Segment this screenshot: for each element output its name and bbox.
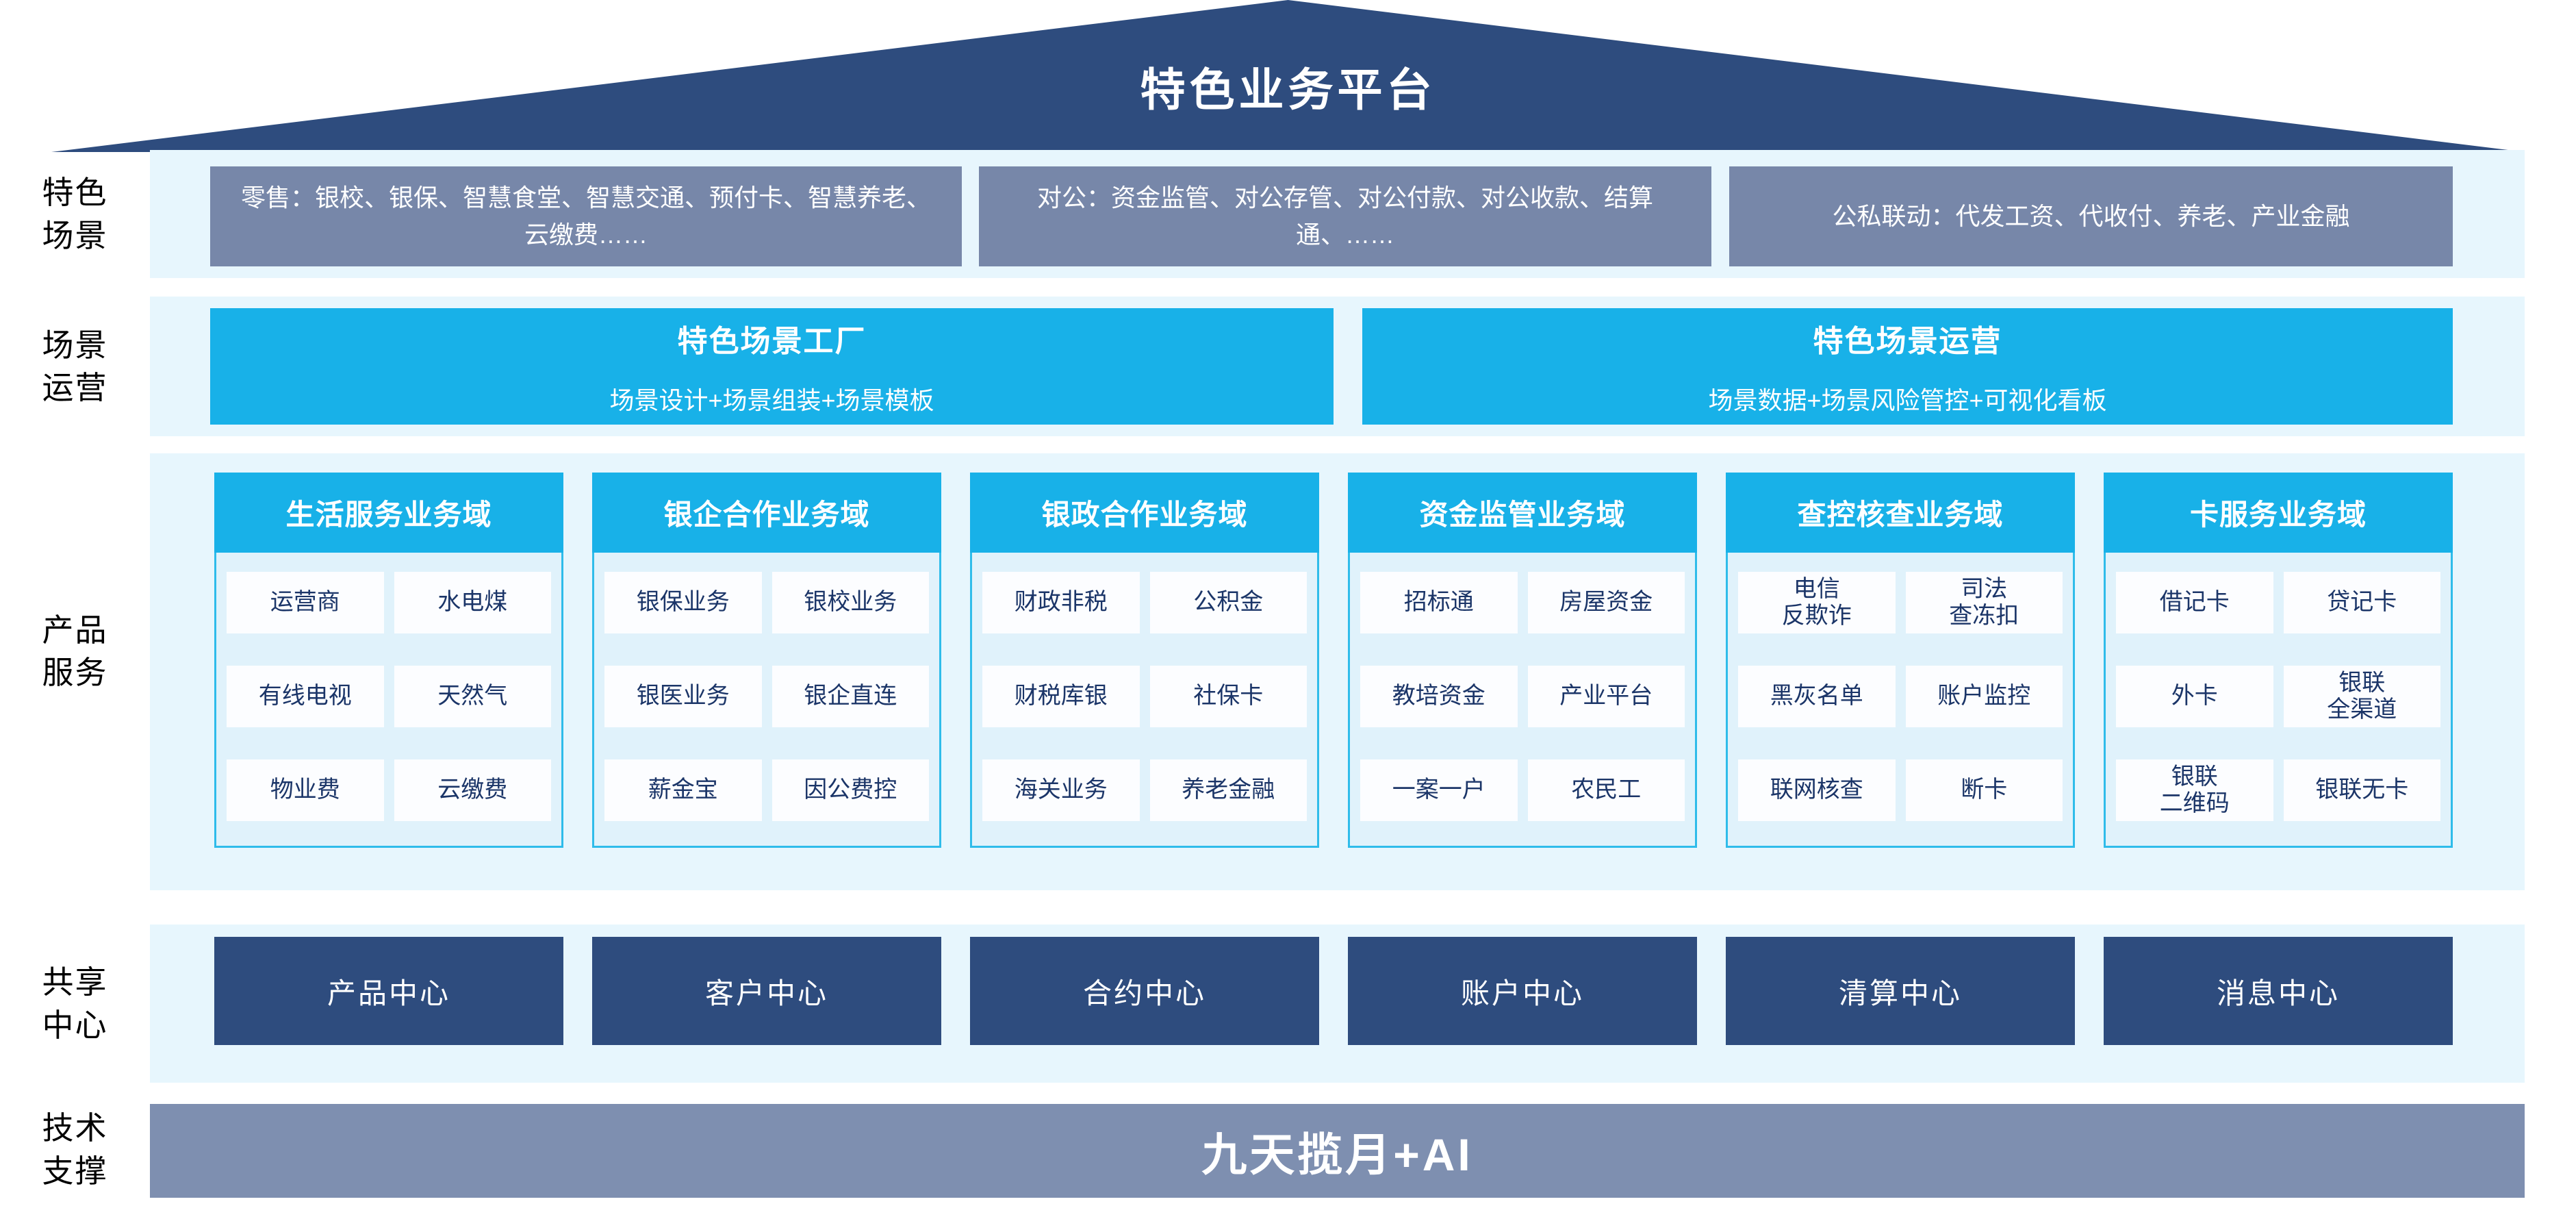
domain-column-bank-enterprise: 银企合作业务域 银保业务 银校业务 银医业务 银企直连 薪金宝 因公费控 — [592, 473, 941, 848]
domain-header: 查控核查业务域 — [1726, 473, 2075, 553]
center-box-message: 消息中心 — [2104, 937, 2453, 1045]
product-cell: 断卡 — [1905, 759, 2063, 821]
product-cell: 云缴费 — [394, 759, 551, 821]
product-cell: 电信 反欺诈 — [1738, 572, 1896, 633]
scene-operation-subtitle: 场景数据+场景风险管控+可视化看板 — [1708, 386, 2107, 414]
product-cell: 因公费控 — [771, 759, 929, 821]
cell-row: 有线电视 天然气 — [227, 666, 551, 727]
product-cell: 教培资金 — [1360, 666, 1518, 727]
product-cell: 一案一户 — [1360, 759, 1518, 821]
roof-banner: 特色业务平台 — [51, 0, 2525, 152]
side-label-tech: 技术 支撑 — [42, 1110, 108, 1189]
panel-scene-operation: 特色场景工厂 场景设计+场景组装+场景模板 特色场景运营 场景数据+场景风险管控… — [150, 297, 2525, 436]
center-box-account: 账户中心 — [1348, 937, 1697, 1045]
cell-row: 银保业务 银校业务 — [604, 572, 929, 633]
domain-column-card-services: 卡服务业务域 借记卡 贷记卡 外卡 银联 全渠道 银联 二维码 银联无卡 — [2104, 473, 2453, 848]
cell-row: 借记卡 贷记卡 — [2116, 572, 2440, 633]
product-cell: 银企直连 — [771, 666, 929, 727]
cell-row: 黑灰名单 账户监控 — [1738, 666, 2063, 727]
cell-row: 薪金宝 因公费控 — [604, 759, 929, 821]
scene-box-retail: 零售：银校、银保、智慧食堂、智慧交通、预付卡、智慧养老、云缴费…… — [210, 166, 962, 266]
product-cell: 财税库银 — [982, 666, 1140, 727]
product-cell: 外卡 — [2116, 666, 2273, 727]
scene-factory-subtitle: 场景设计+场景组装+场景模板 — [609, 386, 934, 414]
product-cell: 物业费 — [227, 759, 384, 821]
domain-body: 财政非税 公积金 财税库银 社保卡 海关业务 养老金融 — [972, 553, 1317, 821]
panel-featured-scenes: 零售：银校、银保、智慧食堂、智慧交通、预付卡、智慧养老、云缴费…… 对公：资金监… — [150, 150, 2525, 278]
product-cell: 运营商 — [227, 572, 384, 633]
side-label-shared: 共享 中心 — [42, 964, 108, 1043]
domain-column-inquiry-control: 查控核查业务域 电信 反欺诈 司法 查冻扣 黑灰名单 账户监控 联网核查 断卡 — [1726, 473, 2075, 848]
center-box-clearing: 清算中心 — [1726, 937, 2075, 1045]
domain-column-bank-government: 银政合作业务域 财政非税 公积金 财税库银 社保卡 海关业务 养老金融 — [970, 473, 1319, 848]
product-cell: 银联无卡 — [2283, 759, 2440, 821]
product-cell: 招标通 — [1360, 572, 1518, 633]
scene-operation-box: 特色场景运营 场景数据+场景风险管控+可视化看板 — [1362, 308, 2453, 425]
product-cell: 养老金融 — [1149, 759, 1307, 821]
product-cell: 产业平台 — [1527, 666, 1685, 727]
product-cell: 银联 全渠道 — [2283, 666, 2440, 727]
domain-body: 银保业务 银校业务 银医业务 银企直连 薪金宝 因公费控 — [594, 553, 939, 821]
cell-row: 联网核查 断卡 — [1738, 759, 2063, 821]
product-cell: 司法 查冻扣 — [1905, 572, 2063, 633]
center-box-customer: 客户中心 — [592, 937, 941, 1045]
cell-row: 教培资金 产业平台 — [1360, 666, 1685, 727]
product-cell: 房屋资金 — [1527, 572, 1685, 633]
product-cell: 社保卡 — [1149, 666, 1307, 727]
center-box-contract: 合约中心 — [970, 937, 1319, 1045]
cell-row: 外卡 银联 全渠道 — [2116, 666, 2440, 727]
product-cell: 联网核查 — [1738, 759, 1896, 821]
product-cell: 借记卡 — [2116, 572, 2273, 633]
side-label-scenes: 特色 场景 — [42, 175, 108, 253]
platform-title: 特色业务平台 — [1140, 64, 1436, 115]
cell-row: 银医业务 银企直连 — [604, 666, 929, 727]
cell-row: 招标通 房屋资金 — [1360, 572, 1685, 633]
scene-operation-title: 特色场景运营 — [1813, 325, 2002, 358]
product-cell: 公积金 — [1149, 572, 1307, 633]
product-cell: 账户监控 — [1905, 666, 2063, 727]
domain-body: 电信 反欺诈 司法 查冻扣 黑灰名单 账户监控 联网核查 断卡 — [1728, 553, 2073, 821]
tech-support-bar: 九天揽月+AI — [150, 1104, 2525, 1198]
product-cell: 有线电视 — [227, 666, 384, 727]
cell-row: 财政非税 公积金 — [982, 572, 1307, 633]
product-cell: 黑灰名单 — [1738, 666, 1896, 727]
product-cell: 贷记卡 — [2283, 572, 2440, 633]
panel-product-services: 生活服务业务域 运营商 水电煤 有线电视 天然气 物业费 云缴费 银企合作业务域 — [150, 453, 2525, 890]
product-cell: 天然气 — [394, 666, 551, 727]
domain-header: 生活服务业务域 — [214, 473, 563, 553]
scene-factory-title: 特色场景工厂 — [677, 325, 867, 358]
domain-header: 资金监管业务域 — [1348, 473, 1697, 553]
panel-shared-centers: 产品中心 客户中心 合约中心 账户中心 清算中心 消息中心 — [150, 925, 2525, 1083]
product-cell: 海关业务 — [982, 759, 1140, 821]
domain-header: 银政合作业务域 — [970, 473, 1319, 553]
cell-row: 物业费 云缴费 — [227, 759, 551, 821]
domain-body: 招标通 房屋资金 教培资金 产业平台 一案一户 农民工 — [1350, 553, 1695, 821]
center-box-product: 产品中心 — [214, 937, 563, 1045]
cell-row: 财税库银 社保卡 — [982, 666, 1307, 727]
cell-row: 运营商 水电煤 — [227, 572, 551, 633]
scene-box-public-private: 公私联动：代发工资、代收付、养老、产业金融 — [1729, 166, 2453, 266]
scene-box-corporate: 对公：资金监管、对公存管、对公付款、对公收款、结算通、…… — [979, 166, 1711, 266]
cell-row: 电信 反欺诈 司法 查冻扣 — [1738, 572, 2063, 633]
product-cell: 农民工 — [1527, 759, 1685, 821]
domain-column-life-services: 生活服务业务域 运营商 水电煤 有线电视 天然气 物业费 云缴费 — [214, 473, 563, 848]
cell-row: 银联 二维码 银联无卡 — [2116, 759, 2440, 821]
product-cell: 银联 二维码 — [2116, 759, 2273, 821]
scene-factory-box: 特色场景工厂 场景设计+场景组装+场景模板 — [210, 308, 1334, 425]
product-cell: 财政非税 — [982, 572, 1140, 633]
product-cell: 银校业务 — [771, 572, 929, 633]
side-label-operation: 场景 运营 — [42, 327, 108, 405]
product-cell: 银医业务 — [604, 666, 762, 727]
side-label-products: 产品 服务 — [42, 612, 108, 690]
product-cell: 薪金宝 — [604, 759, 762, 821]
domain-header: 银企合作业务域 — [592, 473, 941, 553]
domain-header: 卡服务业务域 — [2104, 473, 2453, 553]
domain-body: 运营商 水电煤 有线电视 天然气 物业费 云缴费 — [216, 553, 561, 821]
product-cell: 银保业务 — [604, 572, 762, 633]
domain-body: 借记卡 贷记卡 外卡 银联 全渠道 银联 二维码 银联无卡 — [2106, 553, 2451, 821]
cell-row: 海关业务 养老金融 — [982, 759, 1307, 821]
domain-column-fund-supervision: 资金监管业务域 招标通 房屋资金 教培资金 产业平台 一案一户 农民工 — [1348, 473, 1697, 848]
product-cell: 水电煤 — [394, 572, 551, 633]
cell-row: 一案一户 农民工 — [1360, 759, 1685, 821]
